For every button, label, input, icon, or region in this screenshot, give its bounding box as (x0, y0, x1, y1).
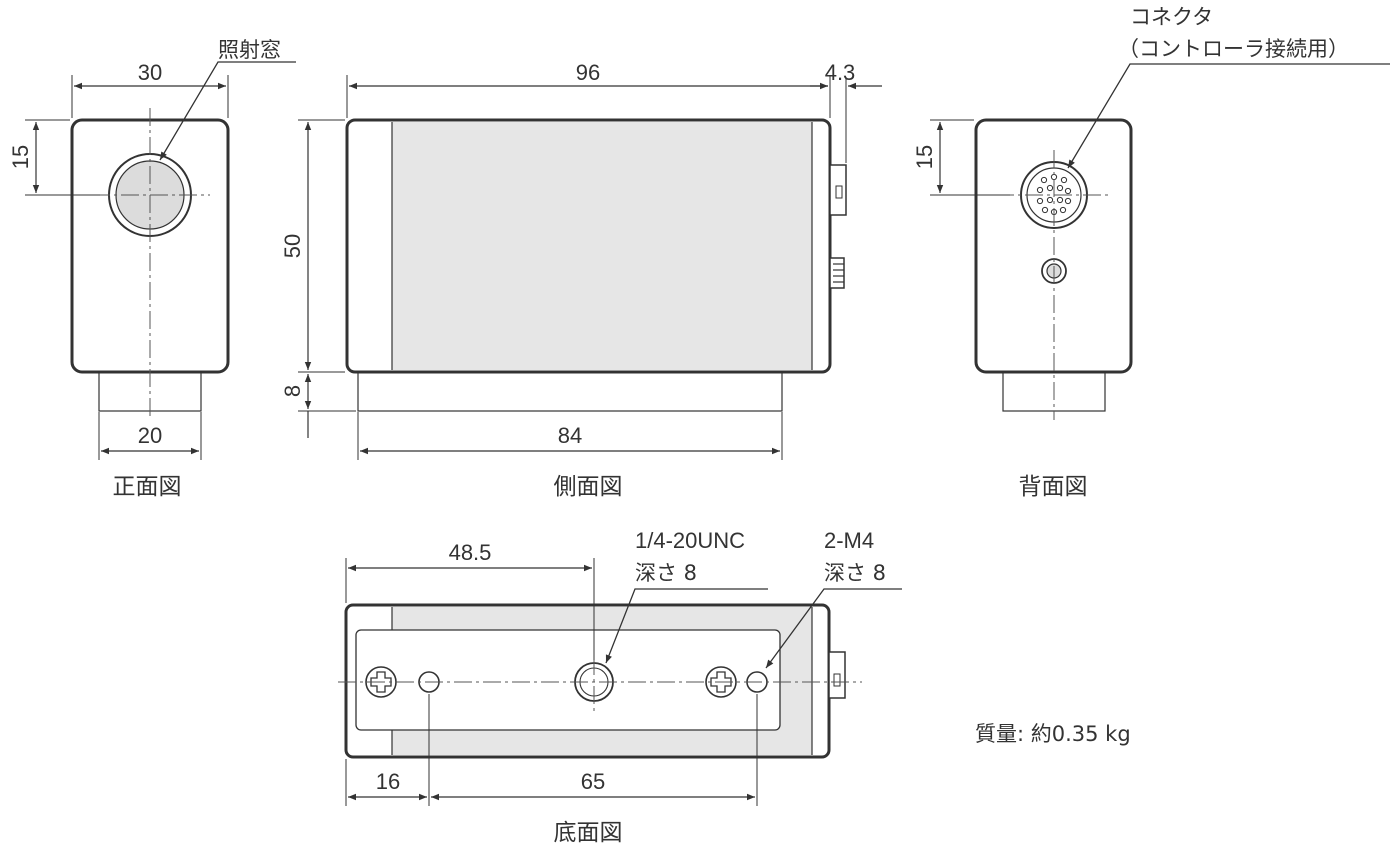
bottom-view: 48.5 16 65 1/4-20UNC 深さ 8 2-M4 深さ 8 底面図 (338, 528, 902, 846)
dim-front-offset: 15 (8, 145, 33, 169)
dim-side-length: 96 (576, 60, 600, 85)
dim-side-connector: 4.3 (825, 60, 856, 85)
tripod-callout-depth: 深さ 8 (635, 561, 697, 585)
side-base (357, 371, 783, 412)
connector-label-note: （コントローラ接続用） (1118, 37, 1349, 61)
dim-side-height: 50 (280, 234, 305, 258)
bottom-connector (828, 651, 846, 699)
connector-label: コネクタ (1130, 5, 1213, 29)
bottom-view-caption: 底面図 (554, 820, 623, 846)
front-view-caption: 正面図 (113, 474, 182, 500)
side-connector (829, 164, 847, 216)
bottom-plate (355, 629, 781, 731)
dim-bottom-edge: 16 (376, 769, 400, 794)
rear-view-caption: 背面図 (1019, 474, 1088, 500)
m4-callout-depth: 深さ 8 (824, 561, 886, 585)
rear-view: 15 コネクタ （コントローラ接続用） 背面図 (912, 5, 1390, 500)
dim-front-base: 20 (138, 423, 162, 448)
dim-bottom-pitch: 65 (581, 769, 605, 794)
dim-side-base-height: 8 (280, 385, 305, 397)
side-knob (829, 257, 845, 289)
m4-callout-thread: 2-M4 (824, 528, 874, 553)
mass-label: 質量: 約0.35 kg (975, 722, 1131, 746)
emission-window-label: 照射窓 (218, 38, 281, 62)
front-view: 30 15 20 照射窓 正面図 (8, 38, 296, 500)
dim-side-base-length: 84 (558, 423, 582, 448)
dim-rear-offset: 15 (912, 145, 937, 169)
side-view-caption: 側面図 (554, 474, 623, 500)
side-panel (392, 122, 812, 370)
dim-bottom-center: 48.5 (449, 540, 492, 565)
side-view: 96 4.3 50 8 84 側面図 (280, 60, 882, 500)
dim-front-width: 30 (138, 60, 162, 85)
tripod-callout-thread: 1/4-20UNC (635, 528, 745, 553)
